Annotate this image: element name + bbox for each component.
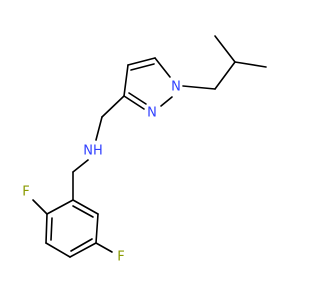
atom-labels: N N NH F F <box>22 80 181 265</box>
bond-nh-ch2 <box>72 159 89 173</box>
bond-c3-n2 <box>123 95 145 110</box>
bond-ch-ch2 <box>214 61 236 90</box>
bond-ring-c6-c1-double <box>72 205 94 218</box>
bond-ring-c2-c3-double <box>50 217 53 241</box>
molecule-drawing: N N NH F F <box>22 35 267 265</box>
atom-n2-pyrazole: N <box>147 106 157 121</box>
bond-methyl-2 <box>214 35 236 63</box>
bond-c3-ch2 <box>101 95 125 118</box>
bond-c5-c4-double <box>130 63 155 71</box>
bond-methyl-1 <box>234 61 267 68</box>
bond-ch2-nh <box>95 116 103 141</box>
bond-c2-f <box>32 199 48 215</box>
atom-f-ortho: F <box>22 185 29 200</box>
bond-c3-n2-double <box>128 92 147 105</box>
bond-ring-c2-c3 <box>45 213 48 244</box>
atom-n1-pyrazole: N <box>171 80 181 95</box>
bond-ring-c4-c5-double <box>70 238 93 252</box>
bond-n2-n1 <box>160 96 173 107</box>
bond-ring-c1-c2 <box>46 199 74 215</box>
bond-c4-c3 <box>123 64 129 97</box>
bond-ring-c3-c4 <box>45 242 71 258</box>
bond-c5-f <box>95 242 113 253</box>
bond-ring-c4-c5 <box>69 242 97 258</box>
bond-ch2-n1 <box>182 85 216 90</box>
atom-f-meta: F <box>117 250 124 265</box>
bond-ring-c5-c6 <box>95 213 99 244</box>
bond-n1-c5 <box>154 57 171 78</box>
bond-ring-c6-c1 <box>72 199 99 215</box>
bond-c5-c4 <box>127 57 156 66</box>
structure-diagram: N N NH F F <box>22 35 267 265</box>
bonds <box>32 35 267 258</box>
atom-nh-amine: NH <box>83 144 103 159</box>
